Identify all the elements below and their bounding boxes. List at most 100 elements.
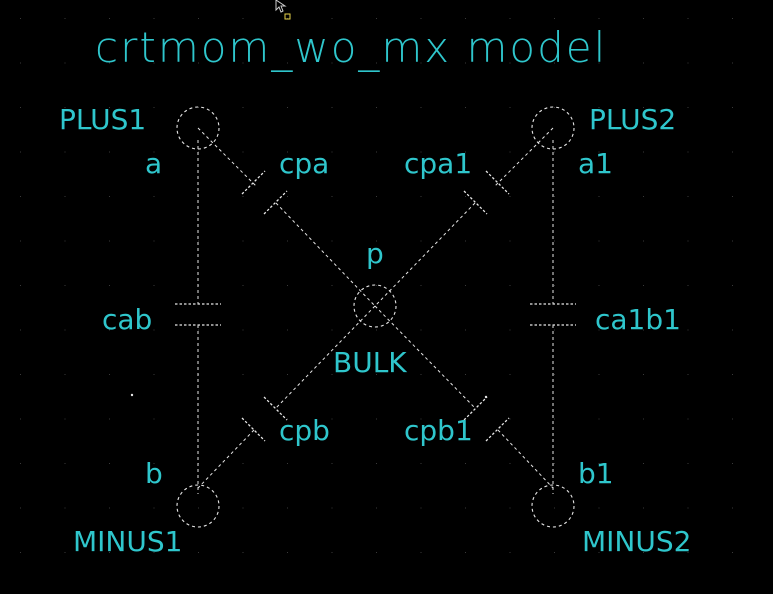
grid-dot: [554, 62, 555, 64]
grid-dot: [376, 374, 377, 375]
grid-dot: [420, 18, 422, 19]
grid-dot: [509, 18, 511, 19]
cap-cpa1-plate-1[interactable]: [485, 170, 510, 195]
grid-dot: [242, 240, 244, 242]
pin-label-bulk: BULK: [333, 346, 407, 379]
cap-label-cpb: cpb: [279, 414, 330, 447]
grid-dot: [732, 507, 733, 509]
grid-dot: [554, 552, 555, 553]
grid-dot: [643, 151, 644, 153]
cap-cpb-plate-2[interactable]: [241, 417, 266, 442]
grid-dot: [687, 507, 689, 509]
grid-dot: [64, 374, 66, 375]
grid-dot: [732, 374, 733, 375]
grid-dot: [287, 374, 288, 375]
grid-dot: [109, 552, 110, 553]
pin-label-minus2: MINUS2: [582, 525, 691, 558]
grid-dot: [732, 329, 733, 331]
grid-dot: [109, 329, 110, 331]
cap-cpb-plate-1[interactable]: [263, 396, 288, 421]
grid-dot: [153, 285, 155, 286]
grid-dot: [732, 552, 733, 553]
grid-dot: [554, 151, 555, 153]
grid-dot: [598, 329, 600, 331]
grid-dot: [509, 329, 511, 331]
grid-dot: [687, 107, 689, 108]
grid-dot: [598, 507, 600, 509]
grid-dot: [331, 240, 333, 242]
grid-dot: [198, 18, 199, 19]
grid-dot: [509, 107, 511, 108]
grid-dot: [287, 285, 288, 286]
cap-cpb1-plate-2[interactable]: [485, 417, 510, 442]
grid-dot: [64, 552, 66, 553]
grid-dot: [242, 374, 244, 375]
grid-dot: [20, 552, 21, 553]
cap-cpb1-plate-1[interactable]: [463, 396, 488, 421]
grid-dot: [509, 196, 511, 197]
grid-dot: [554, 329, 555, 331]
grid-dot: [331, 329, 333, 331]
grid-dot: [732, 151, 733, 153]
grid-dot: [287, 329, 288, 331]
cap-cpa-plate-2[interactable]: [263, 190, 288, 215]
grid-dot: [20, 285, 21, 286]
snap-marker-icon: [284, 13, 291, 20]
grid-dot: [64, 507, 66, 509]
grid-dot: [420, 374, 422, 375]
grid-dot: [465, 62, 466, 64]
grid-dot: [109, 285, 110, 286]
grid-dot: [509, 374, 511, 375]
grid-dot: [287, 240, 288, 242]
grid-dot: [509, 285, 511, 286]
grid-dot: [598, 240, 600, 242]
grid-dot: [509, 507, 511, 509]
wire-cpb1-b1: [497, 429, 554, 489]
grid-dot: [242, 552, 244, 553]
grid-dot: [732, 196, 733, 197]
grid-dot: [242, 18, 244, 19]
grid-dot: [598, 285, 600, 286]
grid-dot: [109, 240, 110, 242]
grid-dot: [331, 463, 333, 464]
grid-dot: [465, 107, 466, 108]
grid-dot: [287, 552, 288, 553]
grid-dot: [198, 329, 199, 331]
grid-dot: [643, 285, 644, 286]
grid-dot: [242, 463, 244, 464]
pin-minus2[interactable]: [531, 484, 575, 528]
grid-dot: [20, 196, 21, 197]
grid: [20, 18, 733, 553]
grid-dot: [109, 196, 110, 197]
grid-dot: [465, 196, 466, 197]
grid-dot: [509, 62, 511, 64]
grid-dot: [287, 196, 288, 197]
grid-dot: [687, 285, 689, 286]
grid-dot: [376, 285, 377, 286]
grid-dot: [153, 374, 155, 375]
grid-dot: [643, 329, 644, 331]
node-label-a1: a1: [578, 147, 613, 180]
grid-dot: [687, 18, 689, 19]
grid-dot: [465, 285, 466, 286]
grid-dot: [64, 463, 66, 464]
grid-dot: [153, 62, 155, 64]
grid-dot: [331, 196, 333, 197]
grid-dot: [420, 507, 422, 509]
cap-label-cab: cab: [102, 303, 152, 336]
cap-cpa1-plate-2[interactable]: [463, 190, 488, 215]
grid-dot: [198, 418, 199, 420]
grid-dot: [643, 507, 644, 509]
grid-dot: [242, 151, 244, 153]
grid-dot: [598, 374, 600, 375]
pin-label-plus2: PLUS2: [589, 103, 676, 136]
pin-bulk[interactable]: [353, 284, 397, 328]
grid-dot: [109, 463, 110, 464]
pin-minus1[interactable]: [176, 484, 220, 528]
grid-dot: [20, 107, 21, 108]
cap-cpa-plate-1[interactable]: [241, 170, 266, 195]
cap-label-cpa: cpa: [279, 147, 329, 180]
grid-dot: [687, 374, 689, 375]
grid-dot: [420, 196, 422, 197]
